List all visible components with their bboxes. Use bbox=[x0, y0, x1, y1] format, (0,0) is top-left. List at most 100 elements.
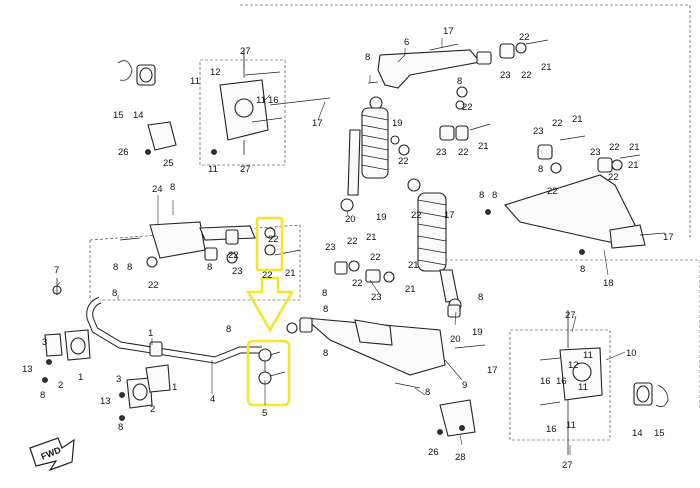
callout-17-left: 17 bbox=[312, 118, 323, 129]
callout-8-top-b: 8 bbox=[457, 76, 462, 87]
washer-22-mid bbox=[226, 252, 238, 264]
washer-22-left bbox=[264, 227, 276, 239]
callout-12-right: 12 bbox=[568, 360, 579, 371]
callout-2-b: 2 bbox=[150, 404, 155, 415]
callout-12: 12 bbox=[210, 67, 221, 78]
callout-8-clamp-b: 8 bbox=[118, 422, 123, 433]
callout-23-right-b: 23 bbox=[590, 147, 601, 158]
callout-22-right-c: 22 bbox=[609, 142, 620, 153]
callout-11-right-c: 11 bbox=[566, 420, 576, 431]
callout-16-right-c: 16 bbox=[546, 424, 557, 435]
snap-ring-15 bbox=[117, 60, 133, 81]
callout-8-top: 8 bbox=[365, 52, 370, 63]
bushing-23 bbox=[499, 43, 515, 59]
callout-8-stab: 8 bbox=[112, 288, 117, 299]
callout-22-shock: 22 bbox=[411, 210, 422, 221]
washer-8-mid bbox=[390, 135, 400, 145]
callout-27-bottom: 27 bbox=[562, 460, 573, 471]
callout-21-right-b: 21 bbox=[629, 142, 640, 153]
callout-21-right-c: 21 bbox=[628, 160, 639, 171]
shock-body-left bbox=[347, 129, 361, 196]
callout-3-a: 3 bbox=[42, 337, 47, 348]
stud-16-right-b bbox=[539, 401, 561, 406]
callout-8-center-c: 8 bbox=[323, 348, 328, 359]
link-5-upper-stud bbox=[269, 351, 281, 356]
callout-27-right: 27 bbox=[565, 310, 576, 321]
clamp-bushing-upper bbox=[70, 337, 86, 355]
bushing-lower bbox=[299, 317, 313, 333]
bracket-1-lower bbox=[145, 364, 171, 393]
stabilizer-link-5 bbox=[258, 348, 286, 385]
snap-ring-15-right bbox=[655, 384, 669, 408]
callout-13-b: 13 bbox=[100, 396, 111, 407]
hub-bore-right bbox=[572, 362, 592, 382]
spring-coils-left bbox=[361, 114, 389, 171]
callout-22-right-b: 22 bbox=[547, 186, 558, 197]
callout-20-b: 20 bbox=[450, 334, 461, 345]
nut-8-clamp-lower bbox=[119, 415, 125, 421]
callout-8-link: 8 bbox=[226, 324, 231, 335]
bar-bushing bbox=[149, 341, 163, 357]
bracket-28-assembly bbox=[437, 399, 476, 437]
callout-16-right-b: 16 bbox=[556, 376, 567, 387]
callout-6: 6 bbox=[404, 37, 409, 48]
fwd-arrow-shape bbox=[29, 437, 75, 472]
callout-27-top: 27 bbox=[240, 46, 251, 57]
callout-17-shock: 17 bbox=[444, 210, 455, 221]
bracket-3-upper bbox=[44, 333, 63, 357]
link-5-lower-stud bbox=[269, 371, 286, 377]
callout-8-center-b: 8 bbox=[323, 304, 328, 315]
lower-arm-bracket bbox=[354, 319, 393, 346]
callout-24: 24 bbox=[152, 184, 163, 195]
bolt-21-right-a bbox=[559, 135, 586, 141]
callout-5: 5 bbox=[262, 408, 267, 419]
callout-15-right: 15 bbox=[654, 428, 665, 439]
callout-27-mid: 27 bbox=[240, 164, 251, 175]
callout-3-b: 3 bbox=[116, 374, 121, 385]
callout-18: 18 bbox=[603, 278, 614, 289]
link-5-upper-ball bbox=[258, 348, 272, 362]
bushing-left bbox=[225, 229, 239, 245]
callout-25: 25 bbox=[163, 158, 174, 169]
callout-21-left: 21 bbox=[285, 268, 296, 279]
callout-28: 28 bbox=[455, 452, 466, 463]
callout-17-right: 17 bbox=[663, 232, 674, 243]
shock-top-eye-right bbox=[407, 178, 421, 192]
hub-assembly-right bbox=[539, 310, 669, 455]
bushing-23-right-a bbox=[537, 144, 553, 160]
callout-8-clamp: 8 bbox=[40, 390, 45, 401]
callout-4: 4 bbox=[210, 394, 215, 405]
bolt-17-center bbox=[454, 344, 486, 349]
callout-23-right: 23 bbox=[533, 126, 544, 137]
highlight-arrow bbox=[245, 276, 295, 333]
callout-8-left-b: 8 bbox=[113, 262, 118, 273]
callout-11-d: 11 bbox=[583, 350, 593, 361]
callout-22-hl-b: 22 bbox=[262, 270, 273, 281]
bushing-lower-right bbox=[447, 304, 461, 318]
callout-7: 7 bbox=[54, 265, 59, 276]
washer-22-center-b bbox=[383, 271, 395, 283]
callout-1-c: 1 bbox=[172, 382, 177, 393]
callout-23-center: 23 bbox=[325, 242, 336, 253]
bolt-13-upper bbox=[46, 359, 52, 365]
stud-16-right bbox=[539, 357, 561, 361]
callout-8-right-b: 8 bbox=[479, 190, 484, 201]
callout-22-left: 22 bbox=[148, 280, 159, 291]
washer-22-right-a bbox=[550, 162, 562, 174]
arm-bushing bbox=[476, 51, 492, 65]
bushing-23-mid bbox=[439, 125, 455, 141]
callout-8-right-d: 8 bbox=[580, 264, 585, 275]
bearing-14-right-inner bbox=[636, 385, 650, 403]
bolt-17-top bbox=[429, 43, 459, 51]
right-arm-bracket bbox=[609, 224, 646, 249]
callout-2-a: 2 bbox=[58, 380, 63, 391]
callout-22-mid: 22 bbox=[398, 156, 409, 167]
bolt-21-right-b bbox=[619, 154, 641, 159]
callout-14-left: 14 bbox=[133, 110, 144, 121]
callout-19-b: 19 bbox=[376, 212, 387, 223]
shock-absorber-left bbox=[340, 96, 389, 212]
callout-8-center: 8 bbox=[322, 288, 327, 299]
callout-labels: 6 17 22 23 22 21 8 8 22 19 22 23 22 21 2… bbox=[22, 26, 674, 471]
